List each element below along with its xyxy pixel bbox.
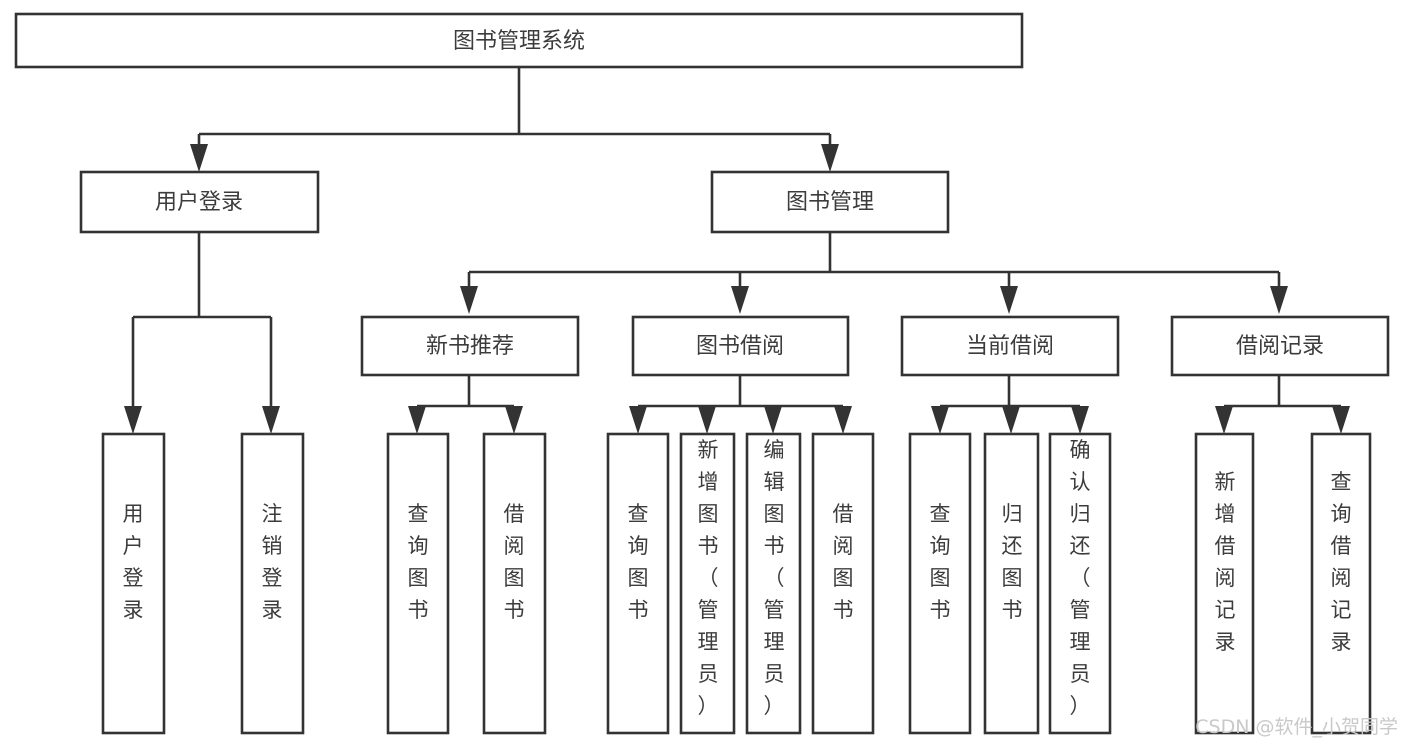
node-leaf-add-book[interactable]: 新增图书（管理员） (679, 432, 736, 735)
node-book-manage-box[interactable] (710, 170, 950, 234)
node-leaf-add-record-label: 新增借阅记录 (1215, 470, 1236, 654)
node-new-book-recommend-box[interactable] (360, 315, 580, 377)
node-leaf-borrow-book-1[interactable]: 借阅图书 (482, 432, 547, 735)
node-user-login-box[interactable] (79, 170, 320, 234)
arrow-head-leaf-add-book (698, 406, 716, 434)
node-leaf-borrow-book-2-label: 借阅图书 (833, 502, 854, 622)
node-leaf-borrow-book-1-box[interactable] (482, 432, 547, 735)
node-leaf-return-book-box[interactable] (983, 432, 1040, 735)
node-leaf-add-record-box[interactable] (1194, 432, 1255, 735)
arrow-head-book-manage (821, 144, 839, 172)
node-current-borrow[interactable]: 当前借阅 (900, 315, 1120, 377)
node-leaf-add-book-label: 新增图书（管理员） (698, 438, 719, 718)
node-leaf-borrow-book-1-label: 借阅图书 (504, 502, 525, 622)
node-leaf-query-book-3-box[interactable] (908, 432, 972, 735)
arrow-head-leaf-confirm-return (1071, 406, 1089, 434)
node-leaf-logout-login-label: 注销登录 (262, 502, 283, 622)
arrow-head-new-book-recommend (460, 286, 478, 314)
node-current-borrow-label: 当前借阅 (966, 334, 1054, 359)
arrow-head-leaf-add-record (1215, 406, 1233, 434)
arrow-head-leaf-return-book (1002, 406, 1020, 434)
arrow-head-borrow-record (1270, 286, 1288, 314)
node-leaf-add-record[interactable]: 新增借阅记录 (1194, 432, 1255, 735)
arrow-head-leaf-query-book-3 (931, 406, 949, 434)
node-new-book-recommend-label: 新书推荐 (426, 334, 514, 359)
arrow-head-current-borrow (1000, 286, 1018, 314)
node-leaf-confirm-return-label: 确认归还（管理员） (1070, 438, 1091, 718)
node-leaf-return-book[interactable]: 归还图书 (983, 432, 1040, 735)
csdn-watermark: CSDN @软件_小贺同学 (1195, 716, 1398, 738)
node-leaf-query-book-1-label: 查询图书 (408, 502, 429, 622)
arrow-head-leaf-borrow-book-1 (505, 406, 523, 434)
node-current-borrow-box[interactable] (900, 315, 1120, 377)
node-root-label: 图书管理系统 (453, 29, 585, 54)
connector-group-current-borrow (931, 375, 1089, 434)
connector-group-book-borrow (629, 375, 852, 434)
node-borrow-record-label: 借阅记录 (1236, 334, 1324, 359)
node-root[interactable]: 图书管理系统 (14, 12, 1024, 69)
node-leaf-add-book-box[interactable] (679, 432, 736, 735)
arrow-head-book-borrow (731, 286, 749, 314)
connector-group-root (190, 67, 839, 172)
node-user-login[interactable]: 用户登录 (79, 170, 320, 234)
arrow-head-leaf-borrow-book-2 (834, 406, 852, 434)
arrow-head-leaf-logout-login (262, 406, 280, 434)
node-leaf-query-record[interactable]: 查询借阅记录 (1310, 432, 1372, 735)
connector-group-new-book-recommend (408, 375, 523, 434)
node-leaf-user-login-label: 用户登录 (123, 502, 144, 622)
node-book-manage[interactable]: 图书管理 (710, 170, 950, 234)
node-borrow-record-box[interactable] (1170, 315, 1390, 377)
connector-group-borrow-record (1215, 375, 1350, 434)
node-book-borrow-label: 图书借阅 (696, 334, 784, 359)
node-leaf-query-book-2-box[interactable] (606, 432, 670, 735)
node-leaf-confirm-return[interactable]: 确认归还（管理员） (1048, 432, 1112, 735)
node-leaf-query-record-label: 查询借阅记录 (1331, 470, 1352, 654)
node-leaf-query-book-2[interactable]: 查询图书 (606, 432, 670, 735)
node-leaf-logout-login-box[interactable] (240, 432, 305, 735)
node-leaf-logout-login[interactable]: 注销登录 (240, 432, 305, 735)
connector-group-book-manage (460, 232, 1288, 314)
connector-group-user-login (124, 232, 280, 434)
arrow-head-leaf-query-record (1332, 406, 1350, 434)
node-leaf-edit-book[interactable]: 编辑图书（管理员） (745, 432, 802, 735)
node-book-manage-label: 图书管理 (786, 190, 874, 215)
node-new-book-recommend[interactable]: 新书推荐 (360, 315, 580, 377)
arrow-head-leaf-query-book-1 (408, 406, 426, 434)
node-borrow-record[interactable]: 借阅记录 (1170, 315, 1390, 377)
node-leaf-query-record-box[interactable] (1310, 432, 1372, 735)
node-leaf-borrow-book-2[interactable]: 借阅图书 (811, 432, 875, 735)
arrow-head-user-login (190, 144, 208, 172)
node-user-login-label: 用户登录 (155, 190, 243, 215)
node-leaf-query-book-1-box[interactable] (386, 432, 450, 735)
arrow-head-leaf-edit-book (764, 406, 782, 434)
node-leaf-confirm-return-box[interactable] (1048, 432, 1112, 735)
node-leaf-query-book-3[interactable]: 查询图书 (908, 432, 972, 735)
arrow-head-leaf-user-login (124, 406, 142, 434)
node-root-box[interactable] (14, 12, 1024, 69)
node-leaf-user-login-box[interactable] (101, 432, 166, 735)
node-leaf-edit-book-label: 编辑图书（管理员） (764, 438, 785, 718)
node-book-borrow-box[interactable] (631, 315, 850, 377)
node-book-borrow[interactable]: 图书借阅 (631, 315, 850, 377)
node-leaf-borrow-book-2-box[interactable] (811, 432, 875, 735)
node-leaf-query-book-3-label: 查询图书 (930, 502, 951, 622)
node-leaf-query-book-2-label: 查询图书 (628, 502, 649, 622)
arrow-head-leaf-query-book-2 (629, 406, 647, 434)
node-leaf-edit-book-box[interactable] (745, 432, 802, 735)
node-leaf-return-book-label: 归还图书 (1002, 502, 1023, 622)
node-leaf-query-book-1[interactable]: 查询图书 (386, 432, 450, 735)
node-leaf-user-login[interactable]: 用户登录 (101, 432, 166, 735)
